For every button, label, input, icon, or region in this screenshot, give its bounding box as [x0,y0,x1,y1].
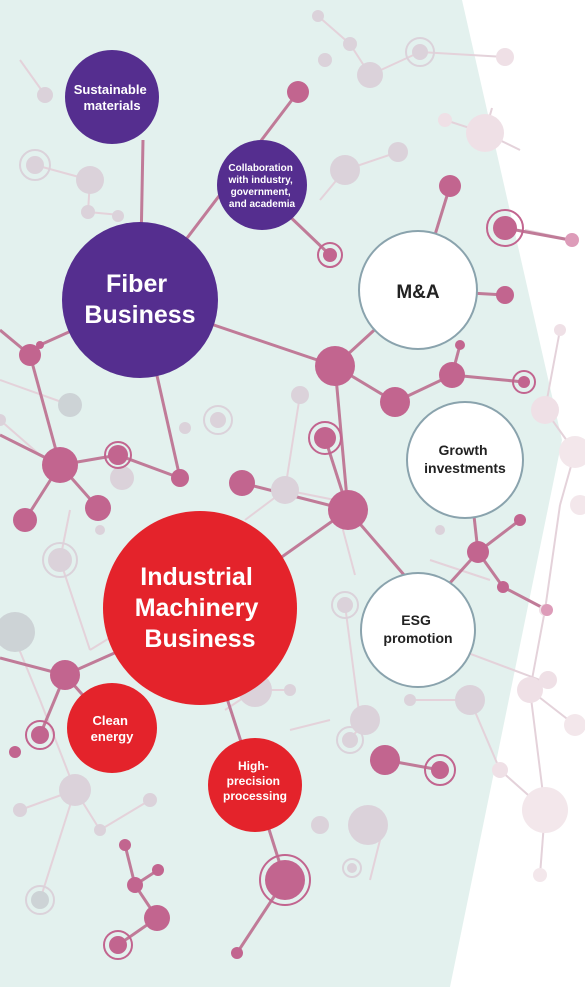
collaboration-line3: government, [231,187,291,198]
fiber-business-line1: Fiber [106,270,167,298]
svg-text:Industrial Machinery: Industrial Machinery Business [135,563,266,653]
pink-dots [9,81,579,960]
high-precision-line2: precision [227,774,280,788]
collaboration-line4: and academia [229,199,296,210]
clean-energy-line2: energy [91,729,134,744]
industrial-machinery-node: Industrial Machinery Business [103,511,297,705]
high-precision-line1: High- [238,759,269,773]
high-precision-node: High- precision processing [208,738,302,832]
esg-promotion-line1: ESG [401,612,431,628]
sustainable-materials-line1: Sustainable [74,82,147,97]
svg-text:Clean energy: Clean energy [91,713,134,744]
esg-promotion-node: ESG promotion [360,572,476,688]
collaboration-node: Collaboration with industry, government,… [217,140,307,230]
collaboration-line2: with industry, [227,175,292,186]
sustainable-materials-line2: materials [83,98,140,113]
growth-investments-node: Growth investments [406,401,524,519]
svg-text:Sustainable materials: Sustainable materials [74,82,151,113]
collaboration-line1: Collaboration [228,163,292,174]
industrial-machinery-line3: Business [144,625,255,653]
industrial-machinery-line1: Industrial [140,563,253,591]
ma-node: M&A [358,230,478,350]
fiber-business-line2: Business [84,301,195,329]
ma-label: M&A [396,282,440,303]
growth-investments-line1: Growth [439,442,488,458]
svg-text:Fiber Business: Fiber Business [84,270,195,329]
svg-text:ESG promotion: ESG promotion [383,612,452,646]
fiber-business-node: Fiber Business [62,222,218,378]
esg-promotion-line2: promotion [383,630,452,646]
svg-text:Growth investments: Growth investments [424,442,506,476]
clean-energy-line1: Clean [92,713,127,728]
sustainable-materials-node: Sustainable materials [65,50,159,144]
svg-text:Collaboration with indus: Collaboration with industry, government,… [227,163,295,210]
fiber-business-circle [62,222,218,378]
faint-dots [0,10,585,915]
high-precision-line3: processing [223,789,287,803]
svg-text:High- precision pr: High- precision processing [223,759,287,803]
industrial-machinery-line2: Machinery [135,594,259,622]
clean-energy-node: Clean energy [67,683,157,773]
growth-investments-line2: investments [424,460,506,476]
